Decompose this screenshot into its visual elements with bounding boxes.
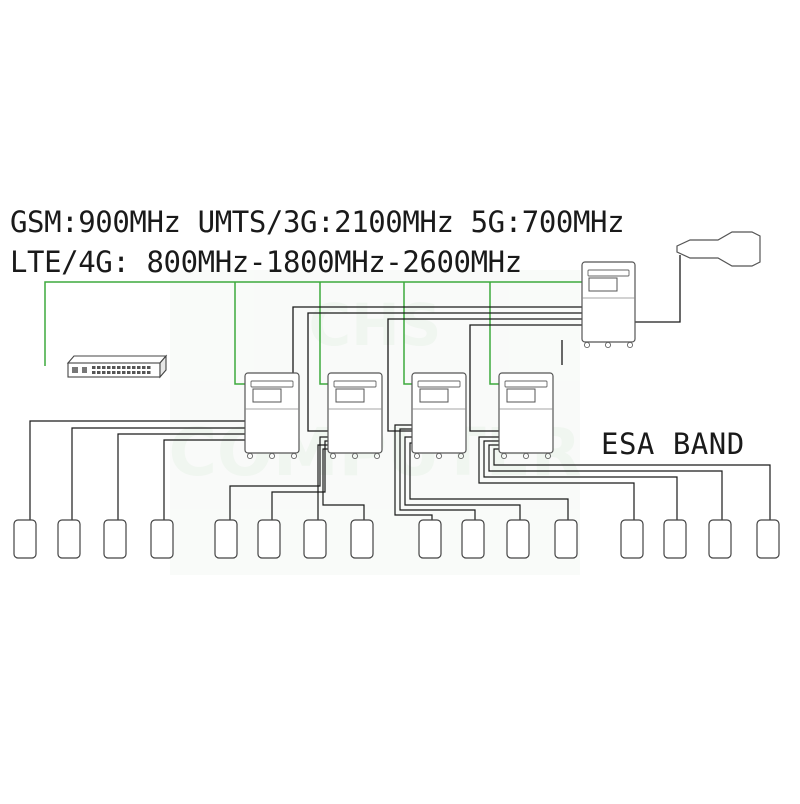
esa-band-label: ESA BAND xyxy=(601,427,745,461)
indoor-antenna-icon xyxy=(303,519,327,559)
indoor-antenna-icon xyxy=(461,519,485,559)
indoor-antenna-icon xyxy=(150,519,174,559)
indoor-antenna-icon xyxy=(620,519,644,559)
indoor-antenna-icon xyxy=(663,519,687,559)
master-unit-icon xyxy=(581,261,636,349)
indoor-antenna-icon xyxy=(756,519,780,559)
coax-antenna-links xyxy=(29,420,771,522)
remote-unit-icon xyxy=(411,372,467,460)
network-cables xyxy=(44,281,582,385)
indoor-antenna-icon xyxy=(350,519,374,559)
network-switch-icon xyxy=(66,354,168,379)
indoor-antenna-icon xyxy=(214,519,238,559)
remote-unit-icon xyxy=(244,372,300,460)
frequency-bands-line-1: GSM:900MHz UMTS/3G:2100MHz 5G:700MHz xyxy=(10,205,625,239)
indoor-antenna-icon xyxy=(708,519,732,559)
remote-unit-icon xyxy=(498,372,554,460)
indoor-antenna-icon xyxy=(103,519,127,559)
remote-unit-icon xyxy=(327,372,383,460)
svg-text:CHS: CHS xyxy=(309,291,442,359)
indoor-antenna-icon xyxy=(554,519,578,559)
antenna-icon xyxy=(676,231,761,267)
frequency-bands-line-2: LTE/4G: 800MHz-1800MHz-2600MHz xyxy=(10,245,522,279)
indoor-antenna-icon xyxy=(57,519,81,559)
indoor-antenna-icon xyxy=(506,519,530,559)
indoor-antenna-icon xyxy=(257,519,281,559)
indoor-antenna-icon xyxy=(13,519,37,559)
indoor-antenna-icon xyxy=(418,519,442,559)
